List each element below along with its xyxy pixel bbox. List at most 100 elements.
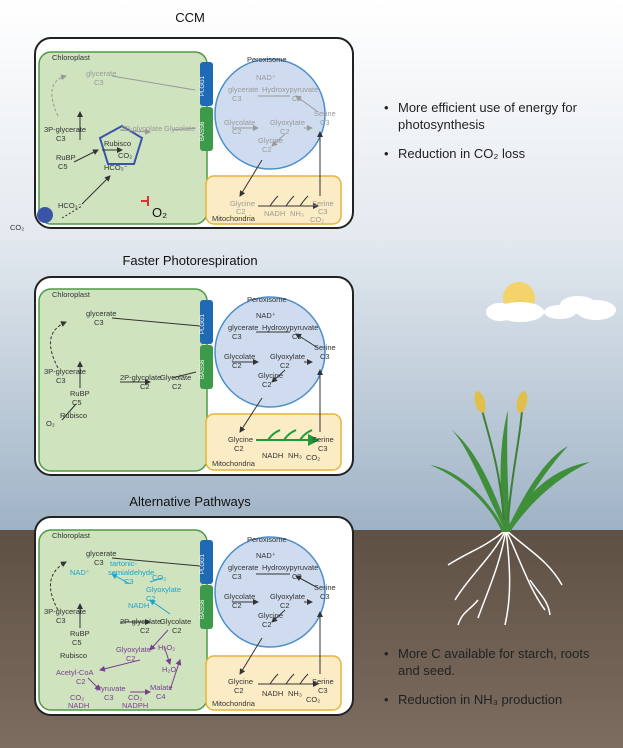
label-nadh: NADH xyxy=(262,451,283,460)
transporter-plgg1 xyxy=(200,62,213,106)
label-hydroxypyruvate: Hydroxypyruvate xyxy=(262,85,318,94)
panel-alternative-pathways xyxy=(34,516,354,716)
label-nadh-alt: NADH xyxy=(128,601,149,610)
label-glycine-mito: Glycine xyxy=(228,677,253,686)
label-c3: C3 xyxy=(232,332,242,341)
label-c2: C2 xyxy=(140,382,150,391)
label-c2: C2 xyxy=(140,626,150,635)
label-c2: C2 xyxy=(76,677,86,686)
label-c2: C2 xyxy=(232,601,242,610)
label-nh3: NH₃ xyxy=(288,451,302,460)
label-glycine-mito: Glycine xyxy=(228,435,253,444)
label-c3: C3 xyxy=(318,686,328,695)
label-co2-purple: CO₂ xyxy=(128,693,142,702)
label-plgg1: PLGG1 xyxy=(200,553,206,574)
label-co2-outer: CO₂ xyxy=(10,223,24,232)
label-c2: C2 xyxy=(280,361,290,370)
label-malate: Malate xyxy=(150,683,173,692)
label-3p-glycerate: 3P-glycerate xyxy=(44,607,86,616)
label-glyoxylate: Glyoxylate xyxy=(270,118,305,127)
panel-title-faster: Faster Photorespiration xyxy=(122,253,258,268)
label-c2: C2 xyxy=(172,626,182,635)
label-co2-inner: CO₂ xyxy=(118,151,132,160)
label-nad: NAD⁺ xyxy=(256,73,276,82)
panel-title-alternative: Alternative Pathways xyxy=(129,494,251,509)
label-nadh-purple: NADH xyxy=(68,701,89,710)
transporter-bass6 xyxy=(200,107,213,151)
label-c2: C2 xyxy=(234,444,244,453)
label-c2: C2 xyxy=(236,207,246,216)
label-2p-glycolate: 2P-glycolate xyxy=(120,617,161,626)
label-3p-glycerate: 3P-glycerate xyxy=(44,125,86,134)
label-nadh: NADH xyxy=(264,209,285,218)
label-glycerate: glycerate xyxy=(86,69,116,78)
label-hydroxypyruvate: Hydroxypyruvate xyxy=(262,563,318,572)
label-co2-alt: CO₂ xyxy=(152,573,166,582)
label-c3: C3 xyxy=(232,94,242,103)
plant-icon xyxy=(430,391,590,626)
label-c3: C3 xyxy=(232,572,242,581)
label-c3: C3 xyxy=(320,592,330,601)
label-glycine-mito: Glycine xyxy=(230,199,255,208)
label-rubisco: Rubisco xyxy=(104,139,131,148)
label-c5: C5 xyxy=(72,398,82,407)
label-glyoxylate: Glyoxylate xyxy=(270,592,305,601)
panel-title-ccm: CCM xyxy=(175,10,205,25)
label-serine-mito: Serine xyxy=(312,199,334,208)
peroxisome-compartment xyxy=(214,536,326,648)
label-c2: C2 xyxy=(232,127,242,136)
label-hco3-inner: HCO₃⁻ xyxy=(104,163,128,172)
label-c2: C2 xyxy=(262,380,272,389)
label-c2: C2 xyxy=(146,594,156,603)
label-pyruvate: Pyruvate xyxy=(96,684,126,693)
label-rubisco: Rubisco xyxy=(60,651,87,660)
label-nadh: NADH xyxy=(262,689,283,698)
label-serine: Serine xyxy=(314,583,336,592)
label-c3: C3 xyxy=(94,78,104,87)
peroxisome-compartment xyxy=(214,58,326,170)
label-rubp: RuBP xyxy=(70,389,90,398)
label-plgg1: PLGG1 xyxy=(200,75,206,96)
label-glycerate-perox: glycerate xyxy=(228,323,258,332)
panel-faster-photorespiration xyxy=(34,276,354,476)
benefit-item: Reduction in CO₂ loss xyxy=(384,145,614,162)
label-rubp: RuBP xyxy=(56,153,76,162)
label-c3: C3 xyxy=(318,444,328,453)
label-co2: CO₂ xyxy=(306,453,320,462)
label-rubp: RuBP xyxy=(70,629,90,638)
label-serine-mito: Serine xyxy=(312,677,334,686)
label-o2: O₂ xyxy=(46,419,55,428)
label-c2: C2 xyxy=(232,361,242,370)
label-c3: C3 xyxy=(320,118,330,127)
cloud-icon xyxy=(486,296,616,322)
label-glyoxylate-purple: Glyoxylate xyxy=(116,645,151,654)
label-peroxisome: Peroxisome xyxy=(247,535,287,544)
label-c2: C2 xyxy=(262,145,272,154)
carboxysome-pentagon xyxy=(98,124,144,165)
label-c3: C3 xyxy=(318,207,328,216)
label-semialdehyde: semialdehyde xyxy=(108,568,154,577)
label-c3: C3 xyxy=(56,134,66,143)
label-glycolate: Glycolate xyxy=(160,617,191,626)
label-glycerate-perox: glycerate xyxy=(228,85,258,94)
bicarbonate-transporter xyxy=(37,207,53,223)
label-glycerate-perox: glycerate xyxy=(228,563,258,572)
label-c3: C3 xyxy=(292,572,302,581)
label-glycine: Glycine xyxy=(258,371,283,380)
label-3p-glycerate: 3P-glycerate xyxy=(44,367,86,376)
label-mitochondria: Mitochondria xyxy=(212,699,256,708)
label-c5: C5 xyxy=(72,638,82,647)
label-c3: C3 xyxy=(94,558,104,567)
label-chloroplast: Chloroplast xyxy=(52,53,91,62)
label-co2-purple: CO₂ xyxy=(70,693,84,702)
label-hco3: HCO₃⁻ xyxy=(58,201,82,210)
label-glycolate-perox: Glycolate xyxy=(224,592,255,601)
transporter-bass6 xyxy=(200,585,213,629)
label-c2: C2 xyxy=(126,654,136,663)
label-glycolate-perox: Glycolate xyxy=(224,352,255,361)
label-glyoxylate-alt: Glyoxylate xyxy=(146,585,181,594)
label-glycine: Glycine xyxy=(258,136,283,145)
label-tartronic: tartonic- xyxy=(110,559,138,568)
label-mitochondria: Mitochondria xyxy=(212,214,256,223)
